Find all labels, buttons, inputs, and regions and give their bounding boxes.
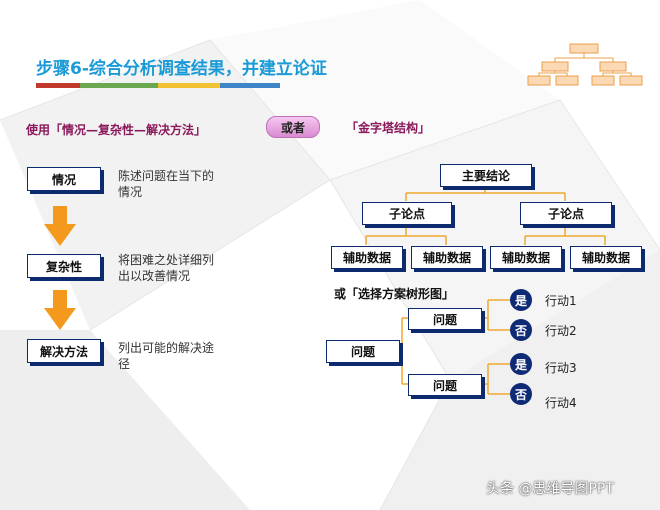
step-complication-desc: 将困难之处详细列出以改善情况 xyxy=(118,253,215,283)
pyramid-support-data: 辅助数据 xyxy=(490,246,562,269)
pyramid-support-data: 辅助数据 xyxy=(570,246,642,269)
right-method-label: 「金字塔结构」 xyxy=(346,121,431,135)
tree-branch-problem: 问题 xyxy=(408,374,482,396)
title-underline-blue xyxy=(220,83,280,88)
title-underline-yellow xyxy=(158,83,220,88)
title-underline-red xyxy=(36,83,80,88)
yes-badge: 是 xyxy=(510,289,532,311)
step-resolution: 解决方法 xyxy=(27,339,101,363)
pyramid-sub-point: 子论点 xyxy=(362,202,452,225)
org-chart-icon xyxy=(527,43,643,86)
action-item: 行动2 xyxy=(545,324,577,338)
watermark: 头条 @思维导图PPT xyxy=(486,481,614,497)
step-resolution-desc: 列出可能的解决途径 xyxy=(118,341,215,371)
pyramid-support-data: 辅助数据 xyxy=(411,246,483,269)
tree-branch-problem: 问题 xyxy=(408,308,482,330)
tree-label: 或「选择方案树形图」 xyxy=(334,287,455,301)
pyramid-sub-point: 子论点 xyxy=(520,202,612,225)
pyramid-main-conclusion: 主要结论 xyxy=(440,164,532,187)
pyramid-support-data: 辅助数据 xyxy=(331,246,403,269)
step-complication: 复杂性 xyxy=(27,254,101,278)
or-badge: 或者 xyxy=(266,116,320,138)
down-arrow-icon xyxy=(44,290,76,330)
step-situation-desc: 陈述问题在当下的情况 xyxy=(118,169,215,199)
no-badge: 否 xyxy=(510,383,532,405)
down-arrow-icon xyxy=(44,206,76,246)
left-method-label: 使用「情况—复杂性—解决方法」 xyxy=(26,123,207,137)
title-underline-green xyxy=(80,83,158,88)
no-badge: 否 xyxy=(510,319,532,341)
step-situation: 情况 xyxy=(27,167,101,191)
action-item: 行动1 xyxy=(545,294,577,308)
action-item: 行动3 xyxy=(545,361,577,375)
action-item: 行动4 xyxy=(545,396,577,410)
tree-root-problem: 问题 xyxy=(326,340,400,363)
page-title: 步骤6-综合分析调查结果，并建立论证 xyxy=(36,59,327,79)
yes-badge: 是 xyxy=(510,353,532,375)
